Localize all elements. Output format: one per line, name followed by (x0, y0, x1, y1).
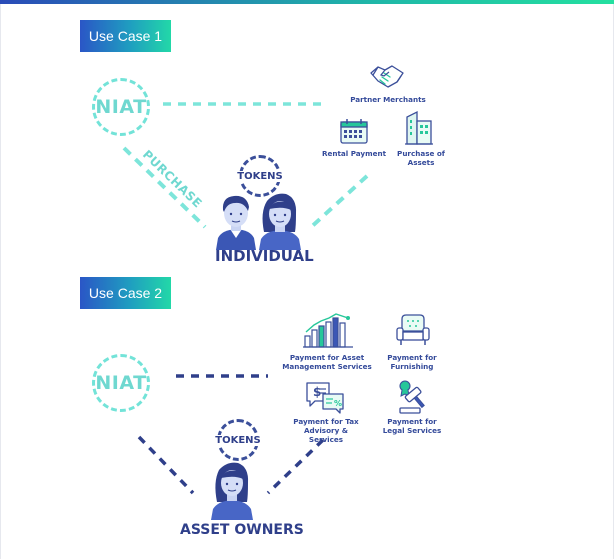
tokens-circle: TOKENS (214, 419, 262, 461)
use-case-1-badge: Use Case 1 (80, 20, 171, 52)
gavel-icon (396, 380, 430, 419)
calendar-icon (340, 118, 368, 149)
tokens-circle: TOKENS (236, 155, 284, 197)
asset-management-label: Payment for Asset Management Services (282, 353, 372, 371)
woman-avatar-icon (259, 192, 301, 255)
handshake-icon (370, 63, 404, 94)
building-icon (404, 110, 434, 150)
rental-payment-label: Rental Payment (321, 149, 387, 158)
invoice-chat-icon: $ % (305, 381, 345, 418)
niat-token-circle: NIAT (92, 354, 150, 412)
woman-avatar-icon (211, 460, 253, 525)
svg-text:$: $ (313, 385, 321, 399)
tax-advisory-label: Payment for Tax Advisory & Services (293, 417, 359, 444)
top-gradient-bar (0, 0, 614, 4)
bar-growth-icon (303, 312, 353, 353)
niat-token-circle: NIAT (92, 78, 150, 136)
furnishing-label: Payment for Furnishing (387, 353, 437, 371)
man-avatar-icon (216, 192, 256, 255)
partner-merchants-label: Partner Merchants (350, 95, 426, 104)
armchair-icon (396, 314, 430, 351)
tokens-label: TOKENS (214, 434, 262, 446)
legal-label: Payment for Legal Services (382, 417, 442, 435)
use-case-2-badge: Use Case 2 (80, 277, 171, 309)
use-case-1-connectors (122, 102, 369, 231)
asset-owners-label: ASSET OWNERS (180, 522, 304, 538)
svg-text:%: % (334, 399, 342, 408)
individual-label: INDIVIDUAL (215, 247, 314, 265)
purchase-of-assets-label: Purchase of Assets (397, 149, 445, 167)
tokens-label: TOKENS (236, 170, 284, 182)
